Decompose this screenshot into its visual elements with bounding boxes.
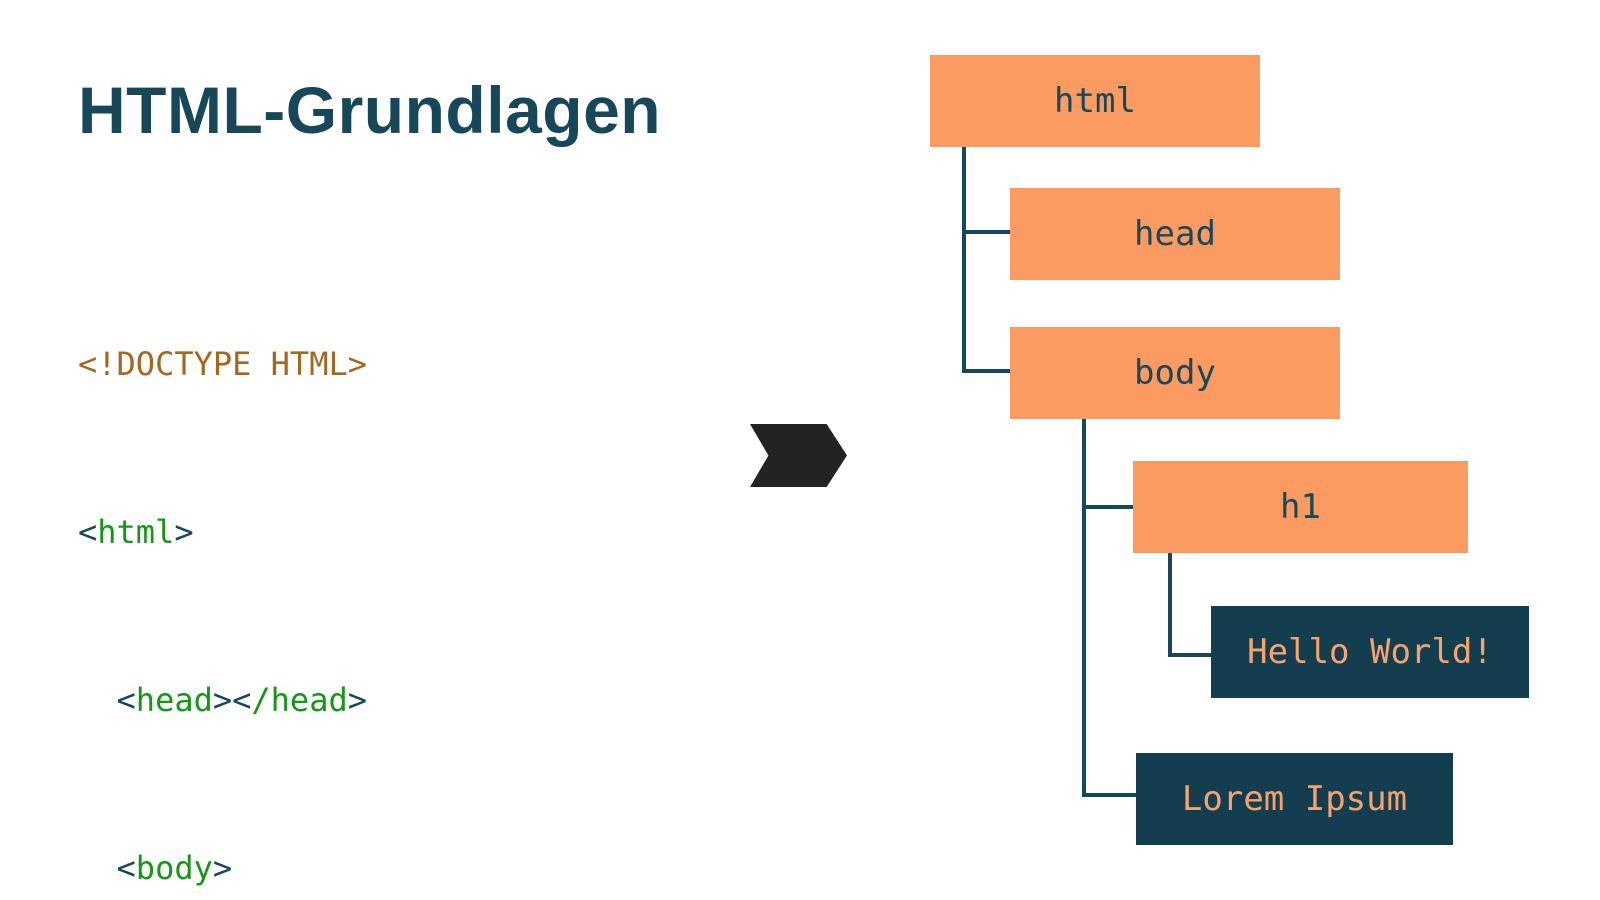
tree-connector-h1-children (1168, 553, 1172, 657)
tree-node-label: h1 (1280, 487, 1321, 527)
code-token: body (135, 849, 213, 887)
code-token: >< (212, 681, 252, 719)
tree-connector-html-children (962, 147, 966, 373)
tree-node-head: head (1010, 188, 1340, 280)
tree-node-label: Lorem Ipsum (1181, 779, 1408, 819)
code-line: <head></head> (78, 672, 560, 728)
code-token: <!DOCTYPE HTML> (78, 345, 367, 383)
tree-node-label: html (1054, 81, 1136, 121)
tree-node-hello-world-text: Hello World! (1211, 606, 1529, 698)
code-line: <html> (78, 504, 560, 560)
code-token: > (174, 513, 194, 551)
code-token: < (78, 681, 136, 719)
tree-connector-hello-world (1168, 653, 1211, 657)
tree-connector-body-children (1082, 419, 1086, 797)
tree-connector-lorem-ipsum (1082, 793, 1136, 797)
tree-node-body: body (1010, 327, 1340, 419)
code-token: < (78, 513, 98, 551)
code-token: > (212, 849, 233, 887)
code-token: head (135, 681, 213, 719)
tree-node-label: Hello World! (1247, 632, 1493, 672)
tree-node-label: body (1134, 353, 1216, 393)
page-title: HTML-Grundlagen (78, 73, 662, 147)
tree-node-h1: h1 (1133, 461, 1468, 553)
code-token: html (97, 513, 175, 551)
code-token: /head (251, 681, 348, 719)
code-block: <!DOCTYPE HTML> <html> <head></head> <bo… (78, 224, 560, 900)
tree-node-lorem-ipsum-text: Lorem Ipsum (1136, 753, 1453, 845)
tree-connector-head (962, 230, 1010, 234)
code-token: > (347, 681, 367, 719)
tree-node-label: head (1134, 214, 1216, 254)
code-line: <!DOCTYPE HTML> (78, 336, 560, 392)
tree-node-html: html (930, 55, 1260, 147)
code-line: <body> (78, 840, 560, 896)
tree-connector-h1 (1082, 505, 1133, 509)
code-token: < (78, 849, 136, 887)
tree-connector-body (962, 369, 1010, 373)
